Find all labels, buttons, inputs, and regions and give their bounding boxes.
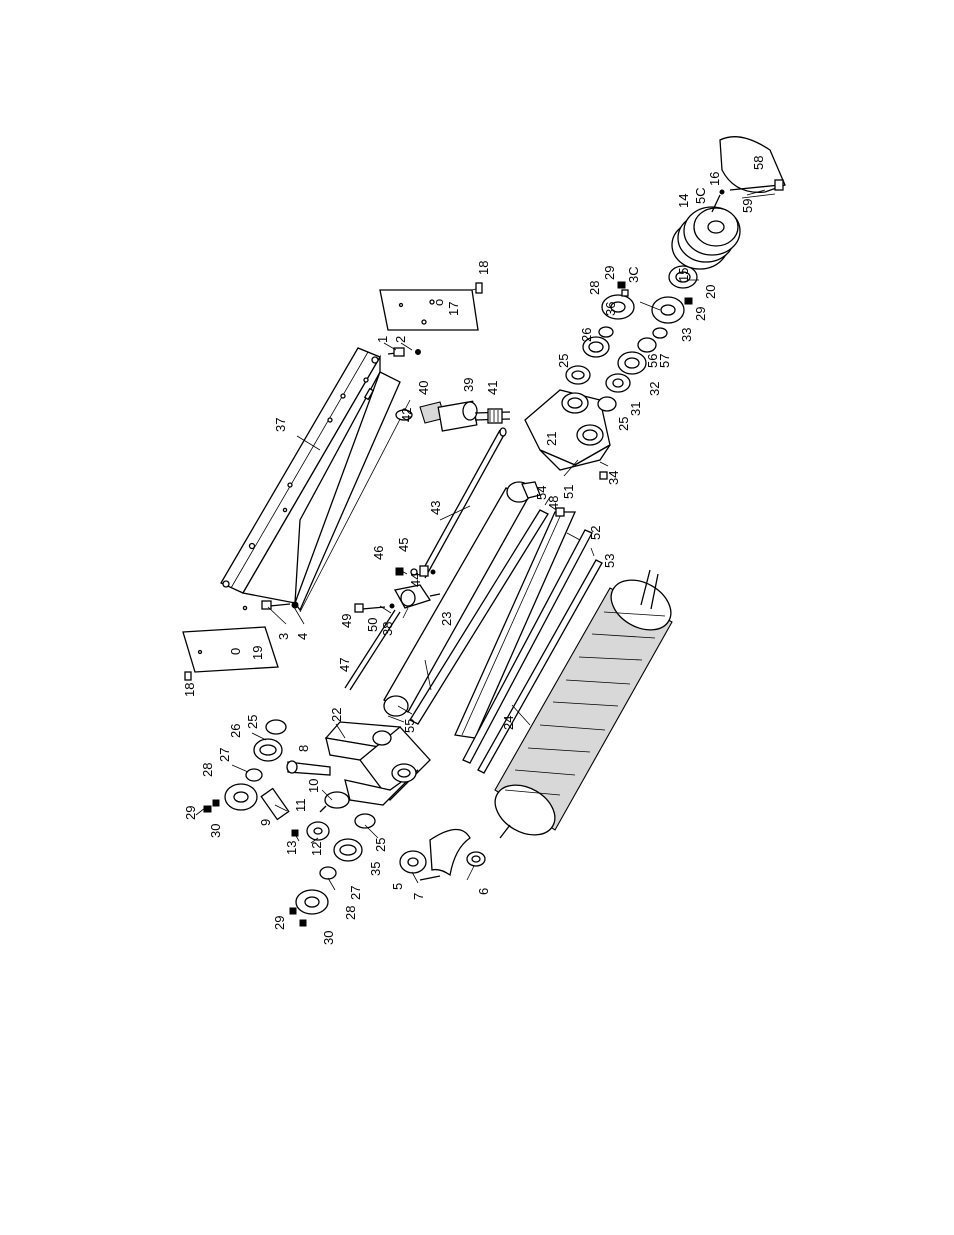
label-26b: 26 bbox=[228, 724, 243, 738]
label-5: 5 bbox=[390, 883, 405, 890]
roller-9 bbox=[261, 789, 289, 820]
label-59: 59 bbox=[740, 199, 755, 213]
label-27b: 27 bbox=[348, 886, 363, 900]
label-56: 56 bbox=[645, 354, 660, 368]
label-21: 21 bbox=[544, 432, 559, 446]
label-32: 32 bbox=[647, 382, 662, 396]
label-4: 4 bbox=[295, 633, 310, 640]
label-26a: 26 bbox=[579, 328, 594, 342]
label-44: 44 bbox=[408, 573, 423, 587]
label-19: 19 bbox=[250, 646, 265, 660]
gearbox-21 bbox=[525, 390, 610, 479]
label-17: 17 bbox=[446, 302, 461, 316]
label-16: 16 bbox=[707, 172, 722, 186]
screw-7 bbox=[420, 876, 440, 880]
label-34: 34 bbox=[606, 471, 621, 485]
label-50: 50 bbox=[365, 618, 380, 632]
label-30c: 30 bbox=[321, 931, 336, 945]
label-20: 20 bbox=[703, 285, 718, 299]
label-18b: 18 bbox=[182, 683, 197, 697]
hub-12 bbox=[307, 822, 329, 840]
label-35: 35 bbox=[368, 862, 383, 876]
label-11: 11 bbox=[293, 799, 308, 813]
label-12: 12 bbox=[309, 842, 324, 856]
label-14: 14 bbox=[676, 194, 691, 208]
label-24: 24 bbox=[501, 716, 516, 730]
label-22: 22 bbox=[329, 708, 344, 722]
pin-8 bbox=[287, 761, 330, 775]
right-flange bbox=[652, 297, 692, 323]
label-36: 36 bbox=[603, 302, 618, 316]
label-48: 48 bbox=[546, 496, 561, 510]
label-42: 42 bbox=[399, 408, 414, 422]
label-29b: 29 bbox=[693, 307, 708, 321]
label-6: 6 bbox=[476, 888, 491, 895]
label-29a: 29 bbox=[602, 266, 617, 280]
label-52: 52 bbox=[588, 526, 603, 540]
label-37: 37 bbox=[273, 418, 288, 432]
label-25c: 25 bbox=[245, 715, 260, 729]
nut-6 bbox=[467, 852, 485, 866]
label-28c: 28 bbox=[343, 906, 358, 920]
label-2: 2 bbox=[393, 336, 408, 343]
label-55: 55 bbox=[402, 719, 417, 733]
label-38: 38 bbox=[380, 622, 395, 636]
label-29d: 29 bbox=[272, 916, 287, 930]
label-28a: 28 bbox=[587, 281, 602, 295]
label-10: 10 bbox=[306, 779, 321, 793]
label-28b: 28 bbox=[200, 763, 215, 777]
label-25d: 25 bbox=[373, 838, 388, 852]
panel-17-mark: o bbox=[431, 299, 446, 306]
label-40: 40 bbox=[416, 381, 431, 395]
label-25b: 25 bbox=[616, 417, 631, 431]
housing-cover bbox=[221, 348, 410, 612]
label-41: 41 bbox=[485, 381, 500, 395]
label-46: 46 bbox=[371, 546, 386, 560]
panel-19-mark: 0 bbox=[228, 648, 243, 655]
washer-10 bbox=[325, 792, 349, 808]
label-39: 39 bbox=[461, 378, 476, 392]
label-45: 45 bbox=[396, 538, 411, 552]
label-43: 43 bbox=[428, 501, 443, 515]
knob-5 bbox=[400, 829, 470, 875]
left-bearings-lower bbox=[290, 814, 375, 926]
label-13: 13 bbox=[284, 841, 299, 855]
label-7: 7 bbox=[411, 893, 426, 900]
screw-11 bbox=[320, 806, 326, 812]
label-31: 31 bbox=[628, 402, 643, 416]
label-5c: 5C bbox=[693, 187, 708, 204]
label-49: 49 bbox=[339, 614, 354, 628]
label-8: 8 bbox=[296, 745, 311, 752]
label-30b: 30 bbox=[208, 824, 223, 838]
screw-13 bbox=[292, 830, 298, 836]
label-47: 47 bbox=[337, 658, 352, 672]
label-18a: 18 bbox=[476, 261, 491, 275]
label-1: 1 bbox=[375, 336, 390, 343]
label-15: 15 bbox=[676, 268, 691, 282]
label-27a: 27 bbox=[217, 748, 232, 762]
label-3: 3 bbox=[276, 633, 291, 640]
label-53: 53 bbox=[602, 554, 617, 568]
label-9: 9 bbox=[258, 819, 273, 826]
label-29c: 29 bbox=[183, 806, 198, 820]
label-51: 51 bbox=[561, 485, 576, 499]
label-33: 33 bbox=[679, 328, 694, 342]
label-58: 58 bbox=[751, 156, 766, 170]
label-23: 23 bbox=[439, 612, 454, 626]
label-25a: 25 bbox=[556, 354, 571, 368]
label-30a: 3C bbox=[626, 266, 641, 283]
